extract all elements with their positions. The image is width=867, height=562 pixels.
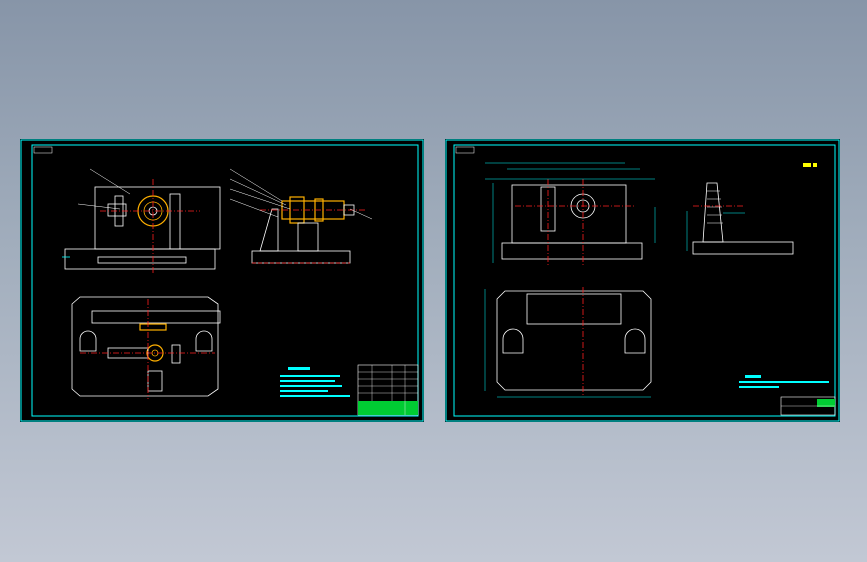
drawing-number-box [455, 146, 475, 154]
drawing-sheet-assembly[interactable] [20, 139, 424, 422]
part-top-view [484, 287, 652, 398]
part-notes [739, 375, 829, 388]
drawing-sheet-part[interactable] [445, 139, 840, 422]
sheet-inner-border [31, 144, 419, 417]
part-front-view [485, 162, 656, 267]
sheet-inner-border [453, 144, 836, 417]
part-side-view [686, 163, 817, 255]
part-drawing-canvas [445, 139, 840, 422]
title-block [357, 364, 419, 416]
technical-notes [280, 367, 350, 397]
front-view [62, 168, 221, 274]
part-title-block [780, 396, 836, 416]
side-view [229, 168, 373, 264]
drawing-number-box [33, 146, 53, 154]
top-view [71, 296, 221, 399]
sheet-outer-border [20, 139, 424, 422]
sheet-outer-border [445, 139, 840, 422]
assembly-drawing-canvas [20, 139, 424, 422]
